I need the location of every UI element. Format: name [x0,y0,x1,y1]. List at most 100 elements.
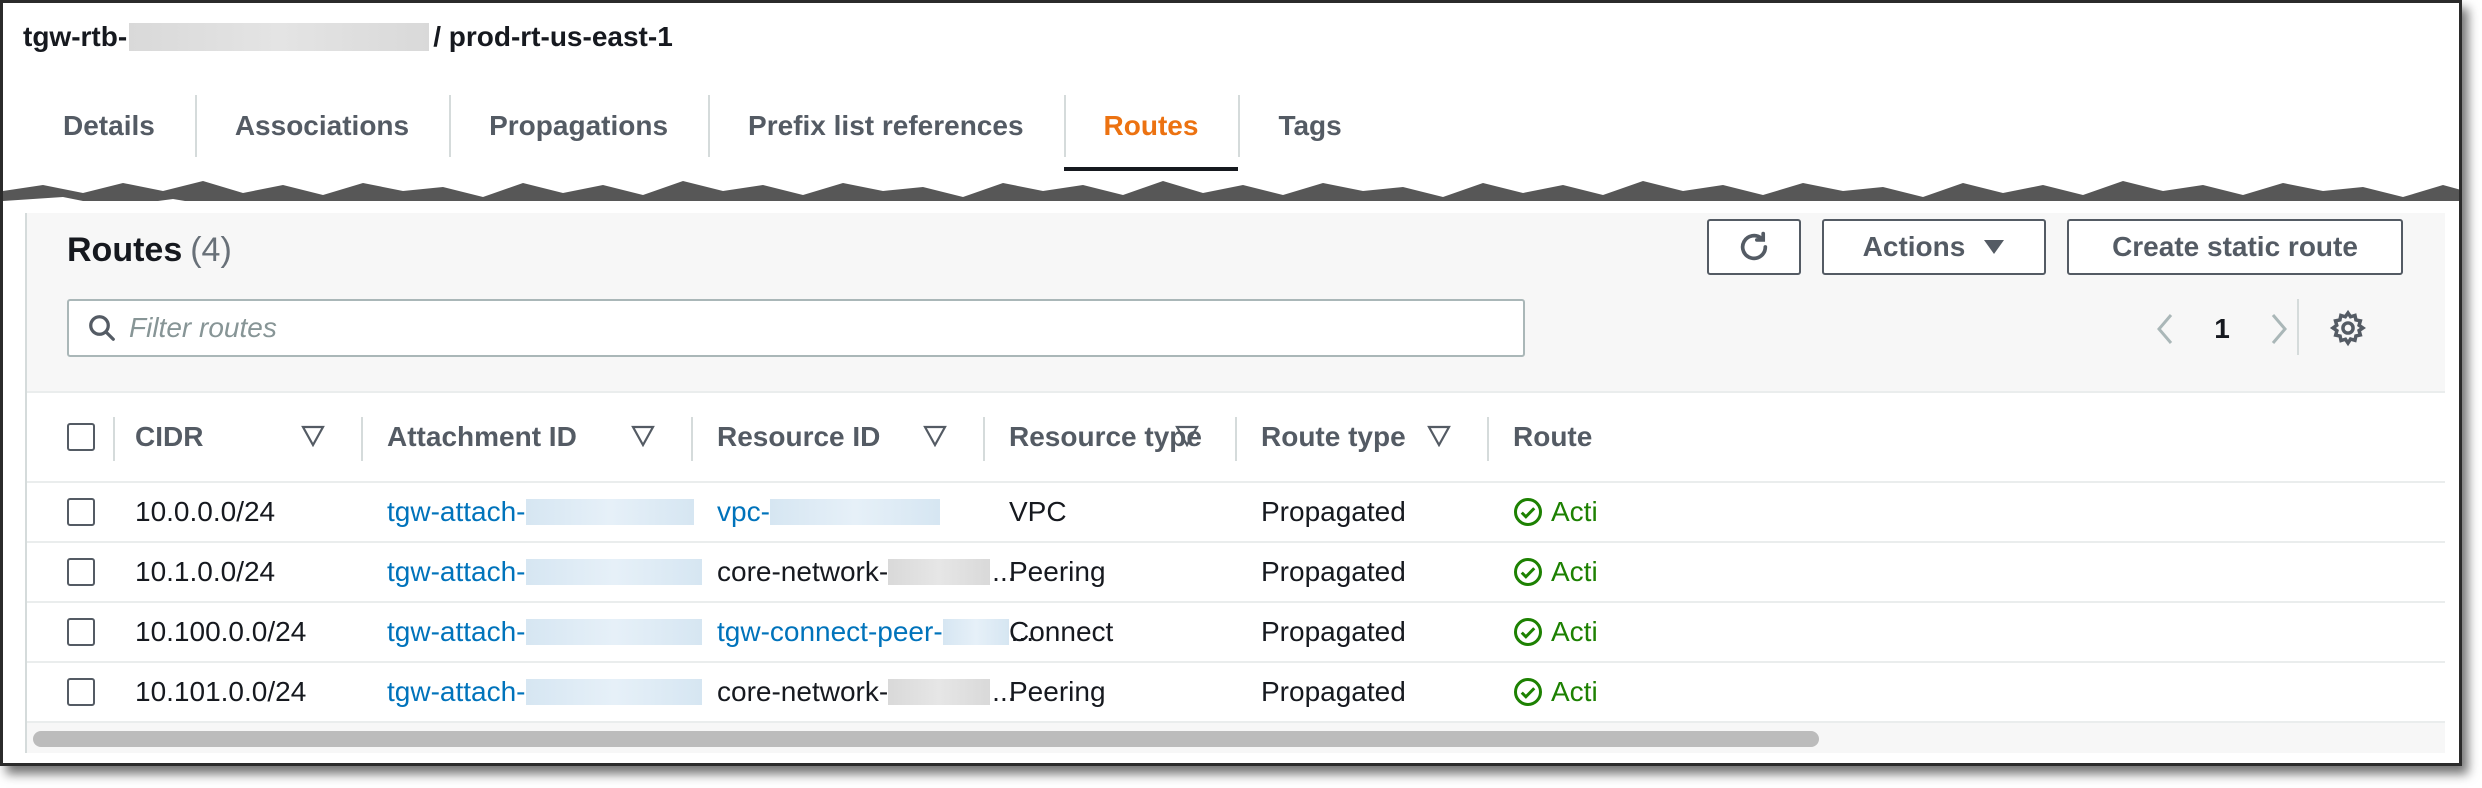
column-label: Resource ID [717,421,881,452]
check-circle-icon [1514,618,1542,646]
toolbar-divider [2297,299,2299,355]
resource-id-link[interactable]: vpc- [717,483,940,541]
actions-button[interactable]: Actions [1822,219,2046,275]
check-circle-icon [1514,678,1542,706]
row-checkbox[interactable] [67,558,95,586]
attachment-id-prefix[interactable]: tgw-attach- [387,616,526,647]
cidr-cell: 10.0.0.0/24 [135,496,276,527]
attachment-id-link[interactable]: tgw-attach- [387,483,694,541]
table-row[interactable]: 10.0.0.0/24 tgw-attach- vpc- VPC Propaga… [27,483,2445,543]
column-label: CIDR [135,421,204,452]
route-state-label: Acti [1551,496,1598,527]
redacted-id [129,23,430,51]
tab-prefix-list-references[interactable]: Prefix list references [708,93,1064,159]
column-header-route-type[interactable]: Route type [1261,393,1487,481]
route-state-cell: Acti [1513,483,1598,541]
route-state-label: Acti [1551,676,1598,707]
redacted-id [888,679,991,705]
column-divider [113,417,115,461]
sort-icon[interactable] [1427,425,1451,447]
horizontal-scrollbar[interactable] [33,731,1819,747]
refresh-icon [1740,231,1768,261]
title-prefix: tgw-rtb- [23,21,128,52]
route-state-cell: Acti [1513,543,1598,601]
check-circle-icon [1514,498,1542,526]
column-header-cidr[interactable]: CIDR [135,393,361,481]
routes-count: (4) [190,231,232,269]
row-checkbox[interactable] [67,498,95,526]
attachment-id-prefix[interactable]: tgw-attach- [387,556,526,587]
column-label: Route [1513,421,1593,452]
title-suffix: / prod-rt-us-east-1 [433,21,673,52]
column-divider [1487,417,1489,461]
filter-routes-input[interactable] [117,300,1523,356]
column-header-route-state[interactable]: Route [1513,393,1713,481]
column-label: Resource type [1009,421,1202,452]
route-type-cell: Propagated [1261,556,1406,587]
redacted-id [525,619,702,645]
column-header-attachment-id[interactable]: Attachment ID [387,393,691,481]
resource-id-prefix[interactable]: vpc- [717,496,770,527]
resource-id-cell: core-network-... [717,543,1016,601]
redacted-id [525,559,702,585]
column-divider [983,417,985,461]
route-state-label: Acti [1551,556,1598,587]
table-row[interactable]: 10.100.0.0/24 tgw-attach- tgw-connect-pe… [27,603,2445,663]
sort-icon[interactable] [1175,425,1199,447]
tab-propagations[interactable]: Propagations [449,93,708,159]
caret-down-icon [1984,240,2005,254]
redacted-id [942,619,1009,645]
table-header: CIDR Attachment ID Resource ID Resource … [27,393,2445,483]
check-circle-icon [1514,558,1542,586]
settings-icon[interactable] [2329,309,2367,347]
chevron-right-icon[interactable] [2259,309,2299,349]
tab-details[interactable]: Details [63,110,155,141]
create-static-route-button[interactable]: Create static route [2067,219,2403,275]
refresh-button[interactable] [1707,219,1801,275]
tab-tags[interactable]: Tags [1238,93,1381,159]
page-number[interactable]: 1 [2214,313,2230,344]
route-type-cell: Propagated [1261,496,1406,527]
attachment-id-prefix[interactable]: tgw-attach- [387,676,526,707]
column-divider [1235,417,1237,461]
routes-heading: Routes(4) [67,231,232,270]
column-label: Route type [1261,421,1406,452]
tab-associations[interactable]: Associations [194,93,449,159]
resource-id-prefix[interactable]: tgw-connect-peer- [717,616,943,647]
select-all-checkbox[interactable] [67,423,95,451]
attachment-id-link[interactable]: tgw-attach- [387,603,702,661]
attachment-id-link[interactable]: tgw-attach- [387,663,702,721]
attachment-id-link[interactable]: tgw-attach- [387,543,702,601]
row-checkbox[interactable] [67,618,95,646]
sort-icon[interactable] [301,425,325,447]
sort-icon[interactable] [631,425,655,447]
tab-bar: Details Associations Propagations Prefix… [23,93,1382,185]
route-state-label: Acti [1551,616,1598,647]
routes-heading-label: Routes [67,231,183,269]
search-icon [89,315,115,341]
route-type-cell: Propagated [1261,676,1406,707]
column-header-resource-id[interactable]: Resource ID [717,393,983,481]
window-frame: tgw-rtb- / prod-rt-us-east-1 Details Ass… [0,0,2462,766]
resource-id-cell: core-network-... [717,663,1016,721]
tab-routes[interactable]: Routes [1063,93,1239,171]
column-header-resource-type[interactable]: Resource type [1009,393,1235,481]
ellipsis: ... [1010,616,1034,647]
attachment-id-prefix[interactable]: tgw-attach- [387,496,526,527]
sort-icon[interactable] [923,425,947,447]
redacted-id [525,499,694,525]
route-type-cell: Propagated [1261,616,1406,647]
table-row[interactable]: 10.1.0.0/24 tgw-attach- core-network-...… [27,543,2445,603]
ellipsis: ... [992,676,1016,707]
column-divider [361,417,363,461]
actions-label: Actions [1862,231,1966,262]
table-row[interactable]: 10.101.0.0/24 tgw-attach- core-network-.… [27,663,2445,723]
chevron-left-icon[interactable] [2145,309,2185,349]
row-checkbox[interactable] [67,678,95,706]
column-divider [691,417,693,461]
redacted-id [769,499,940,525]
filter-routes-field[interactable] [67,299,1525,357]
routes-table: CIDR Attachment ID Resource ID Resource … [27,391,2445,723]
cidr-cell: 10.1.0.0/24 [135,556,276,587]
resource-id-link[interactable]: tgw-connect-peer-... [717,603,1034,661]
